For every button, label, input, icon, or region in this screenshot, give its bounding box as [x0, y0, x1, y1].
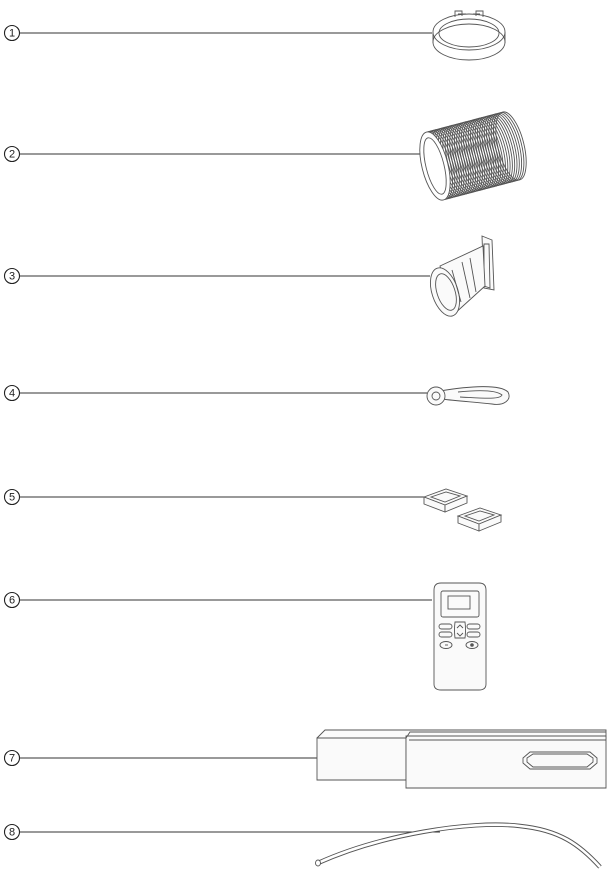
- part-number-5: 5: [9, 492, 15, 504]
- window-slider-kit-icon: [317, 730, 606, 788]
- part-2-callout: 2: [5, 147, 427, 162]
- part-8-callout: 8: [5, 825, 441, 840]
- part-number-7: 7: [9, 753, 15, 765]
- part-number-8: 8: [9, 827, 15, 839]
- part-number-4: 4: [9, 388, 15, 400]
- window-adapter-icon: [425, 236, 494, 320]
- part-6-callout: 6: [5, 593, 433, 608]
- exhaust-hose-icon: [414, 109, 532, 203]
- part-number-3: 3: [9, 271, 15, 283]
- drain-plug-strap-icon: [427, 387, 509, 405]
- part-1-callout: 1: [5, 26, 433, 41]
- part-number-6: 6: [9, 595, 15, 607]
- foam-seal-pads-icon: [424, 489, 501, 531]
- part-4-callout: 4: [5, 386, 428, 401]
- drain-tube-icon: [316, 825, 601, 867]
- remote-control-icon: [434, 583, 486, 690]
- part-5-callout: 5: [5, 490, 425, 505]
- part-3-callout: 3: [5, 269, 431, 284]
- part-number-2: 2: [9, 149, 15, 161]
- part-number-1: 1: [9, 28, 15, 40]
- hose-ring-icon: [433, 11, 505, 60]
- part-7-callout: 7: [5, 751, 318, 766]
